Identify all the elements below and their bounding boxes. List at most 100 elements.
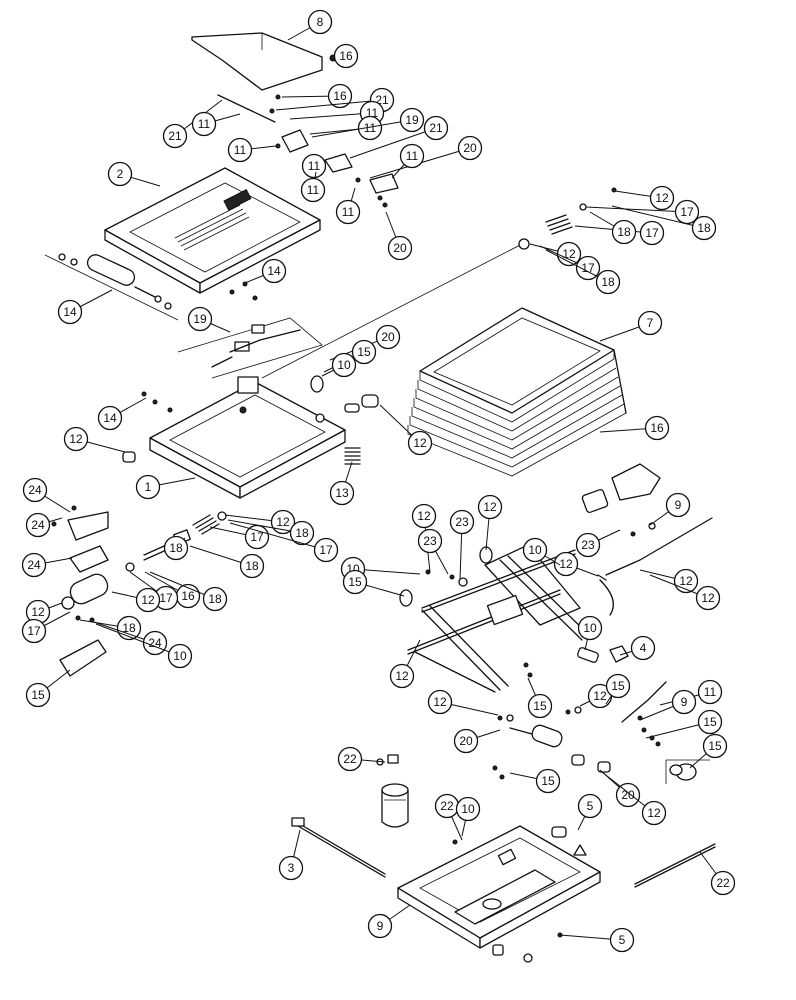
leader-line — [311, 119, 413, 138]
callout-5: 5 — [577, 793, 603, 831]
callout-bubble — [327, 83, 353, 109]
callout-number: 16 — [339, 49, 353, 63]
callout-bubble — [300, 177, 326, 203]
clamp-15 — [665, 759, 710, 784]
leader-line — [227, 519, 303, 534]
damper-assembly-14 — [44, 253, 258, 321]
callout-18: 18 — [149, 571, 228, 612]
callout-number: 18 — [617, 225, 631, 239]
callout-11: 11 — [391, 143, 425, 179]
callout-number: 24 — [31, 518, 45, 532]
callout-bubble — [25, 512, 51, 538]
callout-bubble — [535, 768, 561, 794]
rod-5 — [291, 817, 386, 878]
callout-10: 10 — [522, 537, 561, 566]
callout-number: 17 — [319, 543, 333, 557]
callout-bubble — [644, 415, 670, 441]
callout-bubble — [427, 689, 453, 715]
callout-bubble — [457, 135, 483, 161]
callout-number: 17 — [27, 624, 41, 638]
callout-12: 12 — [553, 551, 599, 577]
callout-23: 23 — [449, 509, 475, 581]
callout-bubble — [449, 509, 475, 535]
callout-bubble — [611, 219, 637, 245]
callout-12: 12 — [601, 771, 667, 826]
callout-bubble — [575, 532, 601, 558]
callout-number: 23 — [423, 534, 437, 548]
callout-number: 12 — [395, 669, 409, 683]
callout-bubble — [167, 643, 193, 669]
callout-17: 17 — [574, 220, 665, 246]
callout-number: 17 — [581, 261, 595, 275]
callout-bubble — [135, 474, 161, 500]
shock-damper-15 — [492, 706, 611, 780]
bushings — [122, 238, 530, 463]
callout-8: 8 — [287, 9, 333, 41]
callout-number: 10 — [583, 621, 597, 635]
callout-bubble — [399, 143, 425, 169]
callout-bubble — [615, 782, 641, 808]
callout-bubble — [116, 615, 142, 641]
callout-bubble — [375, 324, 401, 350]
callout-number: 12 — [701, 591, 715, 605]
callout-bubble — [329, 480, 355, 506]
callout-bubble — [351, 339, 377, 365]
callout-14: 14 — [57, 289, 113, 325]
callout-22: 22 — [699, 851, 736, 896]
callout-20: 20 — [453, 728, 501, 754]
callout-12: 12 — [379, 404, 433, 456]
callout-11: 11 — [659, 679, 723, 706]
callout-number: 15 — [708, 739, 722, 753]
callout-number: 12 — [647, 806, 661, 820]
callout-bubble — [477, 494, 503, 520]
callout-bubble — [313, 537, 339, 563]
callout-18: 18 — [589, 211, 637, 245]
callout-17: 17 — [21, 611, 71, 644]
callout-16: 16 — [281, 83, 353, 109]
callout-bubble — [417, 528, 443, 554]
callout-number: 18 — [122, 621, 136, 635]
callout-number: 21 — [429, 121, 443, 135]
damper-block-10 — [581, 463, 661, 537]
callout-number: 9 — [675, 498, 682, 512]
callout-24: 24 — [25, 512, 63, 538]
callout-bubble — [407, 430, 433, 456]
callout-12: 12 — [639, 568, 699, 594]
callout-bubble — [357, 115, 383, 141]
callout-number: 15 — [533, 699, 547, 713]
callout-bubble — [455, 796, 481, 822]
callout-12: 12 — [529, 241, 582, 267]
callout-bubble — [239, 553, 265, 579]
callout-bubble — [609, 927, 635, 953]
callout-12: 12 — [477, 494, 503, 551]
callout-bubble — [25, 682, 51, 708]
callout-bubble — [595, 269, 621, 295]
callout-9: 9 — [639, 689, 697, 721]
callout-number: 20 — [393, 241, 407, 255]
callout-12: 12 — [427, 689, 499, 716]
callout-bubble — [630, 635, 656, 661]
scissor-small-parts — [425, 569, 629, 678]
callout-bubble — [21, 552, 47, 578]
callout-12: 12 — [111, 587, 161, 613]
callout-17: 17 — [209, 524, 270, 550]
callout-bubble — [333, 43, 359, 69]
callout-15: 15 — [689, 733, 728, 769]
callout-number: 18 — [697, 221, 711, 235]
callout-bubble — [577, 793, 603, 819]
callout-17: 17 — [539, 245, 601, 281]
callout-18: 18 — [79, 615, 142, 641]
callout-bubble — [710, 870, 736, 896]
callout-number: 15 — [611, 679, 625, 693]
callout-12: 12 — [25, 599, 63, 625]
callout-bubble — [522, 537, 548, 563]
callout-number: 15 — [541, 774, 555, 788]
callout-bubble — [575, 255, 601, 281]
callout-12: 12 — [614, 185, 675, 211]
callout-bubble — [107, 161, 133, 187]
callout-5: 5 — [559, 927, 635, 953]
callout-number: 11 — [364, 121, 377, 135]
side-bracket-24 — [51, 505, 109, 677]
callout-number: 11 — [342, 205, 355, 219]
callout-number: 19 — [405, 113, 419, 127]
